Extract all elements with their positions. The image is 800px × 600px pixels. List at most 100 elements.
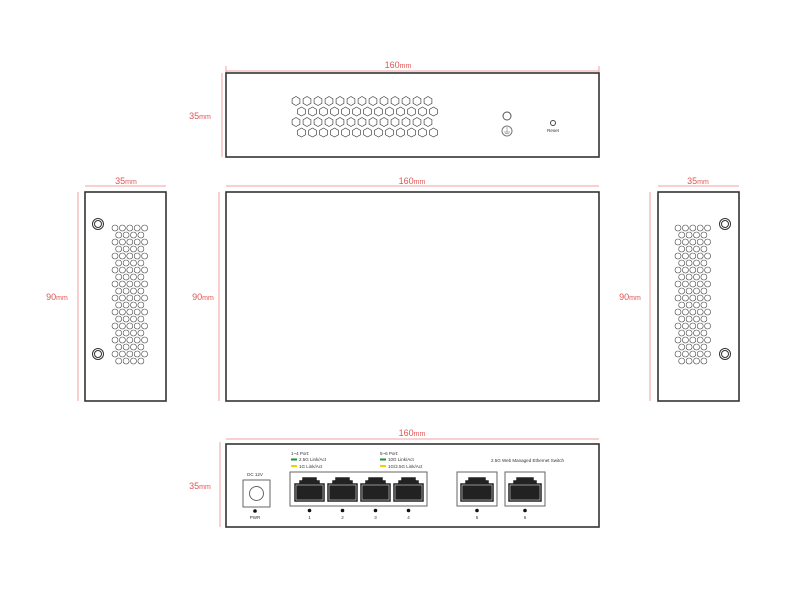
- vent-hole: [126, 322, 134, 330]
- vent-hole: [704, 322, 711, 330]
- port-number: 4: [407, 515, 410, 520]
- legend-1-4-green: 2.5G Link/Act: [299, 457, 327, 462]
- port-number: 5: [476, 515, 479, 520]
- vent-hole: [297, 127, 306, 138]
- vent-hole: [122, 231, 130, 239]
- vent-hole: [137, 287, 145, 295]
- vent-hole: [137, 329, 145, 337]
- vent-hole: [678, 245, 686, 253]
- vent-hole: [390, 117, 400, 127]
- right-width-label: 35mm: [687, 176, 709, 186]
- vent-hole: [111, 308, 119, 316]
- vent-hole: [700, 259, 708, 267]
- vent-hole: [418, 106, 427, 117]
- vent-hole: [396, 127, 405, 138]
- vent-hole: [119, 350, 126, 358]
- vent-hole: [693, 329, 700, 337]
- vent-hole: [685, 231, 693, 239]
- vent-hole: [115, 231, 122, 239]
- port-led: [523, 508, 527, 513]
- vent-hole: [133, 280, 141, 288]
- vent-hole: [122, 329, 130, 337]
- port-led: [475, 508, 479, 513]
- port-led: [307, 508, 312, 513]
- vent-hole: [685, 329, 693, 337]
- vent-hole: [429, 127, 438, 138]
- ethernet-port-4[interactable]: [392, 476, 425, 503]
- vent-hole: [308, 127, 317, 138]
- vent-hole: [693, 287, 700, 295]
- vent-hole: [313, 96, 323, 106]
- legend-1-4-yellow: 1G Link/Act: [299, 464, 323, 469]
- pwr-led: [253, 509, 257, 513]
- pwr-label: PWR: [250, 515, 261, 520]
- vent-hole: [674, 224, 682, 232]
- vent-hole: [674, 252, 682, 260]
- vent-hole: [678, 301, 686, 309]
- vent-hole: [689, 224, 697, 232]
- vent-hole: [115, 301, 122, 309]
- ethernet-port-6[interactable]: [507, 476, 543, 503]
- vent-hole: [126, 238, 134, 246]
- vent-hole: [700, 273, 708, 281]
- port-6-frame: [504, 471, 546, 507]
- screw-icon: [719, 348, 731, 360]
- vent-hole: [678, 259, 686, 267]
- port-number: 2: [341, 515, 344, 520]
- vent-hole: [407, 127, 416, 138]
- ethernet-port-3[interactable]: [359, 476, 392, 503]
- left-side-view: 35mm 90mm: [46, 176, 167, 402]
- vent-hole: [704, 252, 711, 260]
- ethernet-port-1[interactable]: [293, 476, 326, 503]
- port-number: 3: [374, 515, 377, 520]
- vent-hole: [111, 238, 119, 246]
- vent-hole: [119, 294, 126, 302]
- vent-hole: [696, 350, 704, 358]
- vent-hole: [119, 266, 126, 274]
- vent-hole: [133, 238, 141, 246]
- vent-hole: [689, 280, 697, 288]
- vent-hole: [115, 329, 122, 337]
- vent-hole: [133, 322, 141, 330]
- ethernet-port-5[interactable]: [459, 476, 495, 503]
- vent-hole: [119, 238, 126, 246]
- vent-hole: [696, 280, 704, 288]
- rear-panel: [225, 72, 600, 158]
- vent-hole: [704, 350, 711, 358]
- vent-hole: [682, 350, 689, 358]
- vent-holes-right: [674, 218, 731, 365]
- screw-icon-inner: [94, 350, 102, 358]
- vent-hole: [423, 117, 433, 127]
- vent-hole: [689, 322, 697, 330]
- vent-hole: [122, 301, 130, 309]
- vent-hole: [682, 322, 689, 330]
- vent-hole: [685, 301, 693, 309]
- vent-hole: [115, 357, 122, 365]
- vent-hole: [357, 96, 367, 106]
- vent-hole: [119, 280, 126, 288]
- reset-label: Reset: [547, 128, 560, 133]
- vent-hole: [111, 336, 119, 344]
- vent-hole: [119, 336, 126, 344]
- vent-hole: [396, 106, 405, 117]
- vent-hole: [122, 273, 130, 281]
- vent-hole: [700, 287, 708, 295]
- vent-hole: [130, 273, 137, 281]
- vent-hole: [429, 106, 438, 117]
- vent-hole: [115, 273, 122, 281]
- product-name: 2.5G Web Managed Ethernet Switch: [491, 458, 564, 463]
- vent-hole: [700, 231, 708, 239]
- screw-icon-inner: [721, 350, 729, 358]
- ground-icon: [501, 125, 513, 137]
- dc-label: DC 12V: [247, 472, 263, 477]
- vent-hole: [122, 357, 130, 365]
- vent-hole: [368, 96, 378, 106]
- vent-hole: [674, 336, 682, 344]
- vent-hole: [374, 127, 383, 138]
- vent-hole: [700, 315, 708, 323]
- vent-hole: [379, 117, 389, 127]
- vent-hole: [696, 266, 704, 274]
- ethernet-port-2[interactable]: [326, 476, 359, 503]
- reset-button[interactable]: [550, 120, 556, 126]
- vent-hole: [390, 96, 400, 106]
